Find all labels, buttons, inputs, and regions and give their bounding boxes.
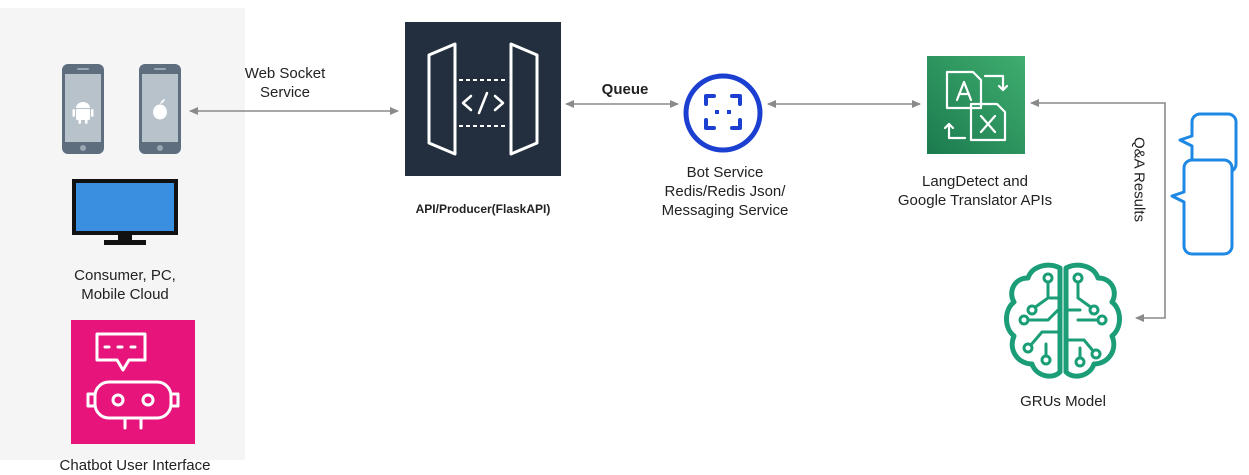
websocket-label-line2: Service bbox=[259, 84, 311, 101]
consumer-label-line2: Mobile Cloud bbox=[81, 286, 169, 303]
speech-bubbles-icon bbox=[1170, 112, 1238, 256]
bot-label-line1: Bot Service bbox=[686, 164, 764, 181]
bot-label-line2: Redis/Redis Json/ bbox=[664, 183, 786, 200]
api-gateway-icon bbox=[405, 22, 561, 176]
apple-phone-icon bbox=[139, 64, 181, 154]
desktop-monitor-icon bbox=[72, 179, 178, 245]
android-phone-icon bbox=[62, 64, 104, 154]
bot-service-icon bbox=[683, 73, 763, 153]
chatbot-ui-label: Chatbot User Interface bbox=[59, 457, 211, 474]
queue-label: Queue bbox=[601, 81, 649, 98]
consumer-label-line1: Consumer, PC, bbox=[74, 267, 176, 284]
chatbot-robot-icon bbox=[71, 320, 195, 444]
api-producer-label: API/Producer(FlaskAPI) bbox=[415, 202, 551, 216]
translator-label-line1: LangDetect and bbox=[922, 173, 1028, 190]
bot-label-line3: Messaging Service bbox=[661, 202, 789, 219]
brain-circuit-icon bbox=[1004, 262, 1122, 379]
websocket-label-line1: Web Socket bbox=[244, 65, 326, 82]
translator-label-line2: Google Translator APIs bbox=[897, 192, 1053, 209]
translator-icon bbox=[927, 56, 1025, 154]
grus-model-label: GRUs Model bbox=[1020, 393, 1106, 410]
qa-results-label: Q&A Results bbox=[1130, 136, 1148, 223]
qa-results-connector bbox=[1030, 99, 1166, 322]
